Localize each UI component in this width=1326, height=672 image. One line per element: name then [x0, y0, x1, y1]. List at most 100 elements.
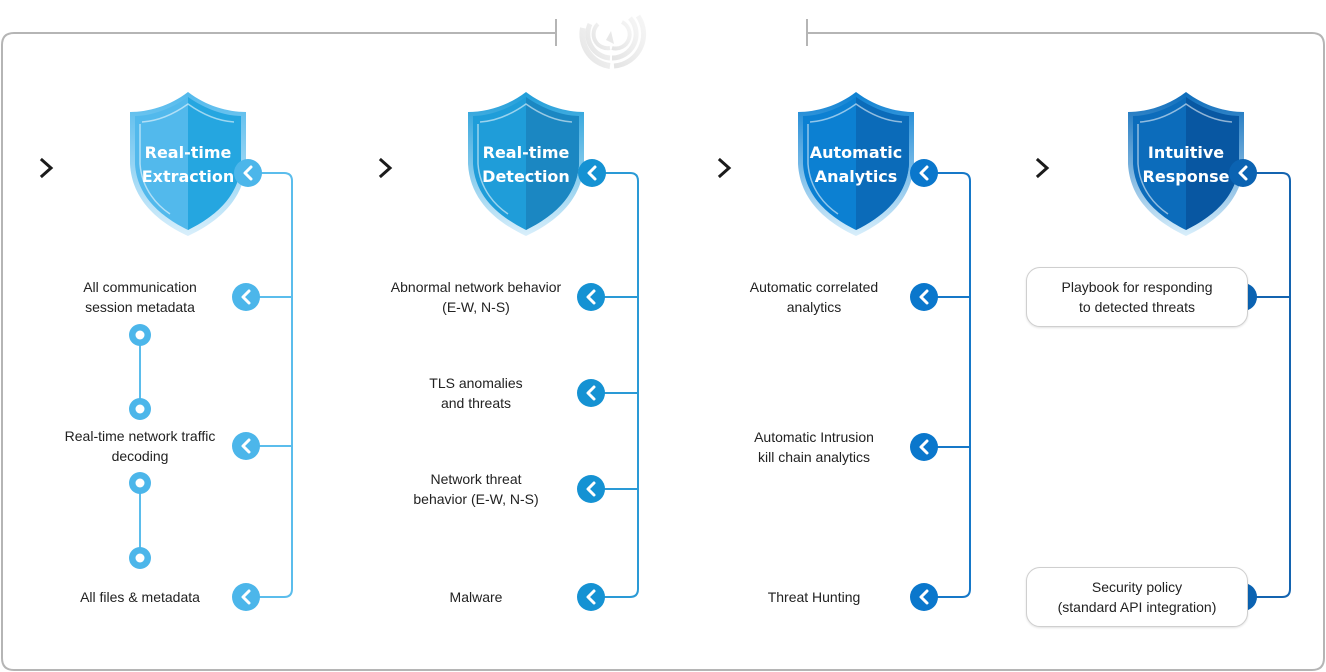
node-circle [577, 283, 605, 311]
chevron-left-icon [919, 165, 929, 181]
shield-right-half [188, 97, 241, 230]
stage-item-line: behavior (E-W, N-S) [413, 491, 539, 507]
node-circle [232, 583, 260, 611]
stage-title-line: Real-time [144, 143, 232, 162]
shield-chevron-button[interactable] [234, 159, 262, 187]
stage-item: Network threat behavior (E-W, N-S) [356, 469, 596, 509]
stage-title-line: Extraction [141, 167, 235, 186]
item-chevron-button[interactable] [577, 379, 605, 407]
stage-extraction [39, 92, 293, 611]
item-chevron-button[interactable] [577, 475, 605, 503]
connector-line [1243, 172, 1291, 598]
chevron-left-icon [919, 439, 929, 455]
item-chevron-button[interactable] [910, 283, 938, 311]
stage-item-line: Network threat [430, 471, 522, 487]
stage-item-line: All files & metadata [80, 589, 200, 605]
stage-item: Security policy(standard API integration… [1026, 567, 1248, 627]
stage-item-line: Real-time network traffic [64, 428, 216, 444]
stage-item-line: Automatic Intrusion [754, 429, 874, 445]
item-chevron-button[interactable] [910, 583, 938, 611]
shield-icon [1128, 92, 1244, 236]
shield-right-half [526, 97, 579, 230]
chevron-left-icon [241, 438, 251, 454]
shield-highlight-top [141, 103, 235, 123]
item-chevron-button[interactable] [232, 283, 260, 311]
timeline-dot [129, 472, 151, 494]
chevron-right-icon [717, 157, 732, 179]
node-circle [910, 583, 938, 611]
timeline-dot [129, 324, 151, 346]
item-chevron-button[interactable] [910, 433, 938, 461]
item-chevron-button[interactable] [232, 583, 260, 611]
stage-title-line: Detection [482, 167, 570, 186]
stage-detection [378, 92, 639, 611]
frame-border [1, 32, 1325, 671]
stage-title-line: Analytics [814, 167, 898, 186]
node-circle [577, 379, 605, 407]
stage-item: All files & metadata [20, 587, 260, 607]
chevron-left-icon [586, 589, 596, 605]
shield-highlight-top [809, 103, 903, 123]
chevron-right-icon [378, 157, 393, 179]
stage-item-line: (E-W, N-S) [442, 299, 510, 315]
stage-analytics [717, 92, 971, 611]
wireless-signal-icon [579, 14, 647, 69]
connector-line [591, 172, 639, 598]
stage-item: Automatic correlated analytics [694, 277, 934, 317]
chevron-left-icon [586, 289, 596, 305]
stage-item-line: Security policy [1091, 579, 1183, 595]
item-chevron-button[interactable] [577, 583, 605, 611]
item-chevron-button[interactable] [577, 283, 605, 311]
stage-item-line: analytics [786, 299, 842, 315]
chevron-right-icon [39, 157, 54, 179]
stage-item-line: decoding [111, 448, 169, 464]
chevron-left-icon [586, 385, 596, 401]
node-circle [910, 433, 938, 461]
stage-item-line: TLS anomalies [429, 375, 523, 391]
node-circle [1229, 159, 1257, 187]
node-circle [910, 159, 938, 187]
timeline-dot [129, 398, 151, 420]
shield-chevron-button[interactable] [578, 159, 606, 187]
stage-item-line: session metadata [85, 299, 195, 315]
chevron-right-icon [1035, 157, 1050, 179]
stage-item-line: Automatic correlated [749, 279, 879, 295]
chevron-left-icon [919, 289, 929, 305]
stage-item-line: Abnormal network behavior [390, 279, 562, 295]
stage-item: Abnormal network behavior (E-W, N-S) [356, 277, 596, 317]
shield-chevron-button[interactable] [910, 159, 938, 187]
shield-right-half [856, 97, 909, 230]
chevron-left-icon [586, 481, 596, 497]
shield-chevron-button[interactable] [1229, 159, 1257, 187]
stage-item-line: Playbook for responding [1061, 279, 1213, 295]
shield-icon [798, 92, 914, 236]
timeline-dot [129, 547, 151, 569]
node-circle [910, 283, 938, 311]
stage-item: Threat Hunting [694, 587, 934, 607]
node-circle [232, 432, 260, 460]
chevron-left-icon [1238, 165, 1248, 181]
chevron-left-icon [241, 589, 251, 605]
shield-highlight [139, 124, 171, 215]
chevron-left-icon [243, 165, 253, 181]
stage-item: All communication session metadata [20, 277, 260, 317]
stage-item-line: All communication [83, 279, 197, 295]
shield-highlight [477, 124, 509, 215]
node-circle [577, 583, 605, 611]
shield-right-half [1186, 97, 1239, 230]
stage-title-line: Automatic [809, 143, 903, 162]
item-chevron-button[interactable] [232, 432, 260, 460]
shield-highlight [807, 124, 839, 215]
chevron-left-icon [919, 589, 929, 605]
stage-response [1035, 92, 1291, 611]
shield-highlight-top [479, 103, 573, 123]
